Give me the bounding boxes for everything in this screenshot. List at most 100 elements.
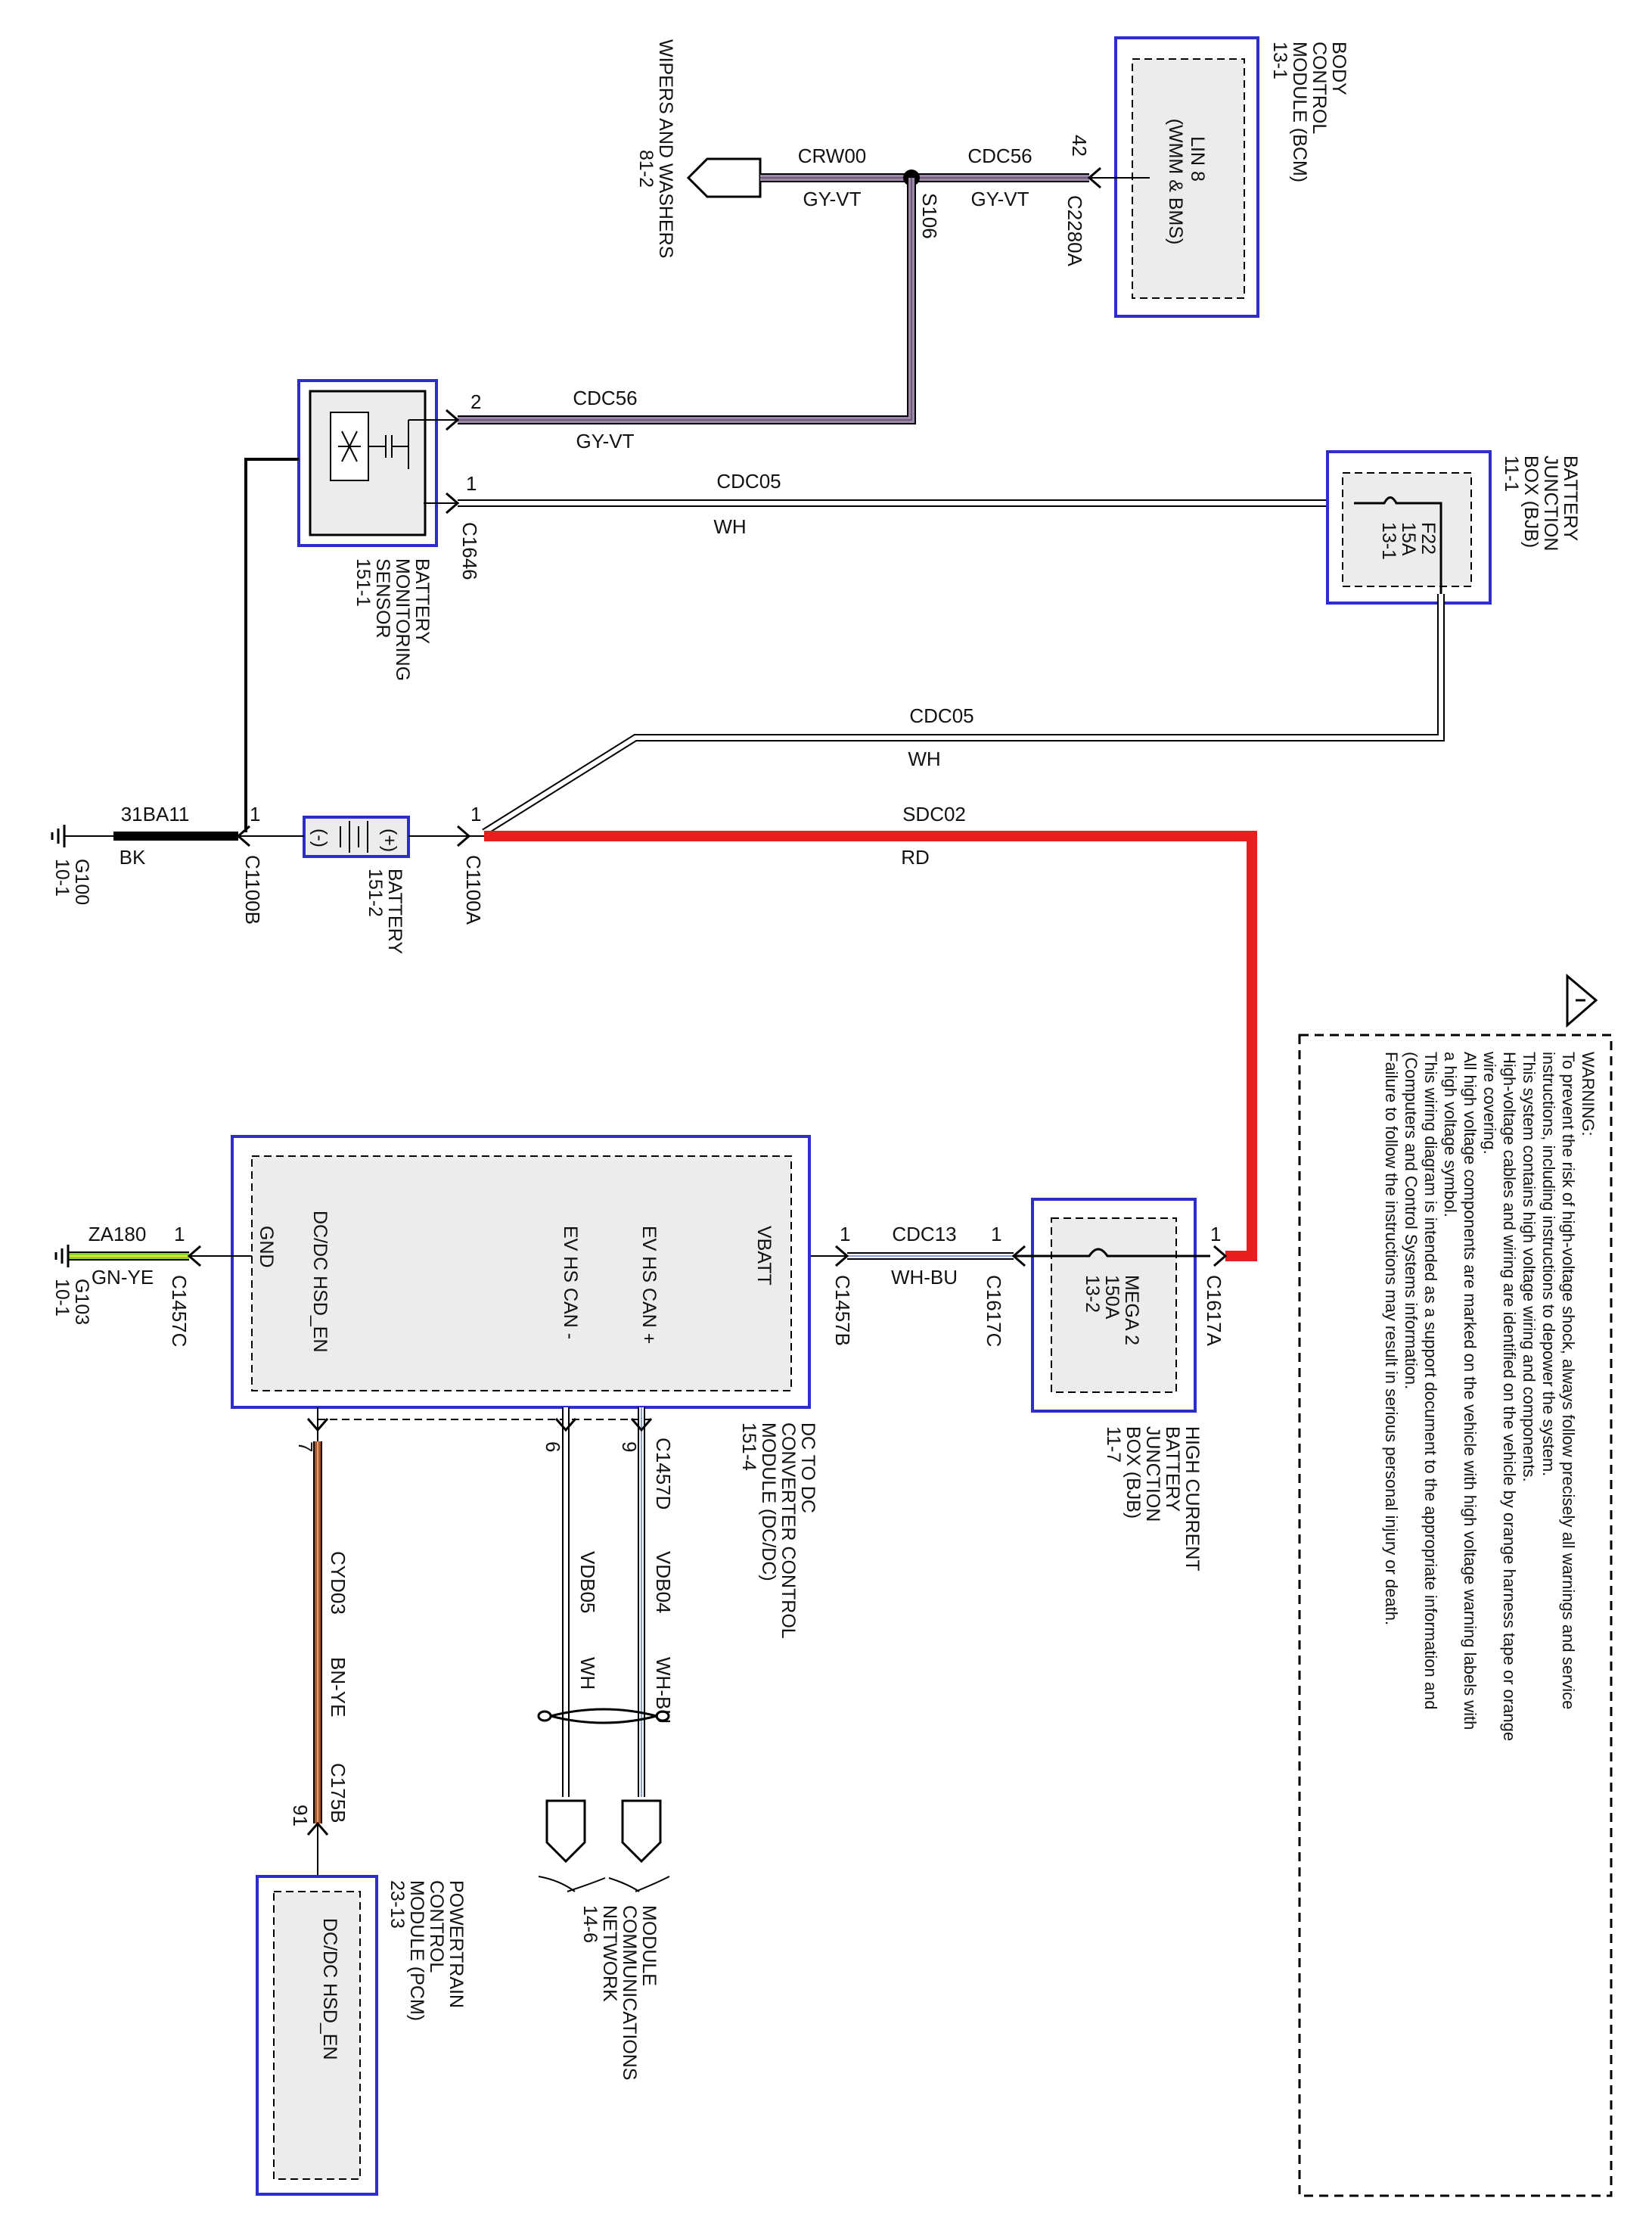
- g100-ground: G100 10-1: [51, 825, 92, 905]
- connector-c1457d: C1457D: [652, 1438, 675, 1509]
- bjb-module: F22 15A 13-1 BATTERY JUNCTION BOX (BJB) …: [1326, 450, 1581, 605]
- pcm-name-4: 23-13: [387, 1880, 408, 1929]
- dcdc-name-1: DC TO DC: [797, 1422, 818, 1513]
- bjb-fuse-2: 15A: [1398, 522, 1419, 556]
- wire-cdc56-bcm-circuit: CDC56: [967, 145, 1032, 167]
- g100-name-2: 10-1: [51, 859, 73, 897]
- splice-s106: S106: [918, 193, 941, 239]
- warning-line-3: This system contains high voltage wiring…: [1520, 1052, 1539, 1482]
- dcdc-name-4: 151-4: [738, 1422, 759, 1471]
- wire-vdb05-color: WH: [576, 1657, 599, 1690]
- dcdc-name-2: CONVERTER CONTROL: [778, 1422, 799, 1639]
- wipers-connector: WIPERS AND WASHERS 81-2: [635, 39, 762, 258]
- dcdc-pin-vbatt: VBATT: [753, 1226, 775, 1286]
- wire-cdc56-bcm-color: GY-VT: [970, 188, 1029, 210]
- wire-31ba11-color: BK: [120, 846, 146, 869]
- wire-za180-circuit: ZA180: [88, 1223, 147, 1245]
- hcbjb-name-3: JUNCTION: [1142, 1426, 1163, 1522]
- battery-pos-arrow: [457, 825, 471, 847]
- wire-sdc02: [484, 831, 1257, 1267]
- pin-c175b-91: 91: [289, 1805, 312, 1827]
- connector-c1457b: C1457B: [831, 1275, 854, 1346]
- pin-c1457d-7: 7: [294, 1441, 317, 1452]
- bms-sensor: BATTERY MONITORING SENSOR 151-1: [297, 379, 458, 681]
- battery-name-1: BATTERY: [384, 869, 405, 954]
- pin-c1617c-1: 1: [991, 1223, 1001, 1245]
- battery-pos: (+): [379, 829, 400, 852]
- wire-cdc56-bcm: [911, 166, 1150, 189]
- bjb-name-4: 11-1: [1501, 455, 1522, 492]
- wire-cdc56-bms-circuit: CDC56: [573, 387, 637, 409]
- bcm-name-2: CONTROL: [1309, 42, 1330, 134]
- pcm-pin-label: DC/DC HSD_EN: [319, 1918, 340, 2060]
- pin-c1100b-1: 1: [250, 803, 260, 825]
- pin-c1457d-9: 9: [618, 1441, 641, 1452]
- g103-ground: G103 10-1: [51, 1245, 92, 1325]
- bms-name-3: SENSOR: [372, 558, 393, 639]
- wire-cdc05-bms: [446, 492, 1354, 515]
- bjb-name-1: BATTERY: [1560, 455, 1581, 541]
- wipers-name-2: 81-2: [635, 150, 657, 188]
- connector-c1457c: C1457C: [168, 1275, 191, 1347]
- wire-cdc05-battery-circuit: CDC05: [909, 704, 974, 727]
- hcbjb-fuse-2: 150A: [1101, 1275, 1123, 1320]
- bms-name-1: BATTERY: [411, 558, 433, 644]
- wire-za180-color: GN-YE: [92, 1266, 154, 1289]
- pin-c1617a-1: 1: [1210, 1223, 1221, 1245]
- bcm-name-1: BODY: [1328, 42, 1349, 95]
- wire-cdc05-battery-color: WH: [908, 748, 940, 770]
- wire-cdc56-bms: [446, 178, 916, 431]
- wire-cyd03-circuit: CYD03: [327, 1551, 349, 1615]
- wipers-name-1: WIPERS AND WASHERS: [655, 39, 676, 258]
- battery: (-) (+) BATTERY 151-2: [303, 816, 410, 954]
- mcn-name-4: 14-6: [579, 1905, 601, 1943]
- wire-vdb05-circuit: VDB05: [576, 1551, 599, 1613]
- high-current-bjb: MEGA 2 150A 13-2 HIGH CURRENT BATTERY JU…: [1014, 1198, 1210, 1572]
- bcm-pin-label-1: LIN 8: [1187, 136, 1208, 182]
- connector-c1100b: C1100B: [241, 855, 264, 925]
- wire-vdb04-color: WH-BU: [652, 1657, 675, 1724]
- connector-c1646: C1646: [458, 522, 481, 580]
- wire-za180: [68, 1245, 252, 1267]
- wire-cyd03-color: BN-YE: [327, 1657, 349, 1717]
- hcbjb-name-1: HIGH CURRENT: [1182, 1426, 1203, 1572]
- mcn-name-2: COMMUNICATIONS: [619, 1905, 640, 2080]
- bcm-name-4: 13-1: [1269, 42, 1290, 79]
- pcm-name-2: CONTROL: [426, 1880, 447, 1973]
- wire-cyd03: [306, 1407, 329, 1888]
- pin-c1457c-1: 1: [174, 1223, 185, 1245]
- bjb-name-2: JUNCTION: [1540, 455, 1561, 551]
- pcm-name-1: POWERTRAIN: [446, 1880, 467, 2008]
- pcm-name-3: MODULE (PCM): [406, 1880, 427, 2021]
- hcbjb-name-4: BOX (BJB): [1123, 1426, 1144, 1519]
- wire-cdc56-bms-color: GY-VT: [576, 430, 634, 452]
- warning-line-5: wire covering.: [1480, 1051, 1499, 1155]
- pin-c1100a-1: 1: [470, 803, 481, 825]
- warning-line-6: All high voltage components are marked o…: [1461, 1052, 1480, 1730]
- hcbjb-name-2: BATTERY: [1162, 1426, 1183, 1512]
- connector-c1617a: C1617A: [1203, 1275, 1225, 1347]
- connector-c1100a: C1100A: [462, 855, 485, 925]
- dcdc-pin-can-plus: EV HS CAN +: [638, 1226, 660, 1344]
- bcm-name-3: MODULE (BCM): [1289, 42, 1310, 182]
- pcm-module: DC/DC HSD_EN POWERTRAIN CONTROL MODULE (…: [256, 1875, 467, 2196]
- wire-vdb05: [554, 1407, 577, 1797]
- bms-name-4: 151-1: [352, 558, 374, 607]
- wire-sdc02-color: RD: [901, 846, 930, 869]
- mcn-name-1: MODULE: [638, 1905, 660, 1986]
- dcdc-pin-can-minus: EV HS CAN -: [560, 1226, 581, 1339]
- warning-line-9: (Computers and Control Systems informati…: [1402, 1052, 1421, 1389]
- warning-line-2: instructions, including instructions to …: [1539, 1052, 1558, 1476]
- dcdc-pin-gnd: GND: [256, 1226, 277, 1268]
- warning-line-10: Failure to follow the instructions may r…: [1382, 1052, 1401, 1625]
- bjb-name-3: BOX (BJB): [1520, 455, 1542, 548]
- warning-line-1: To prevent the risk of high-voltage shoc…: [1559, 1052, 1578, 1709]
- battery-neg: (-): [309, 829, 331, 847]
- wire-vdb04-circuit: VDB04: [652, 1551, 675, 1613]
- wire-cdc05-battery: [482, 594, 1445, 836]
- battery-name-2: 151-2: [365, 869, 386, 917]
- wire-crw00-circuit: CRW00: [798, 145, 867, 167]
- dcdc-name-3: MODULE (DC/DC): [758, 1422, 779, 1581]
- warning-title: WARNING:: [1579, 1052, 1598, 1136]
